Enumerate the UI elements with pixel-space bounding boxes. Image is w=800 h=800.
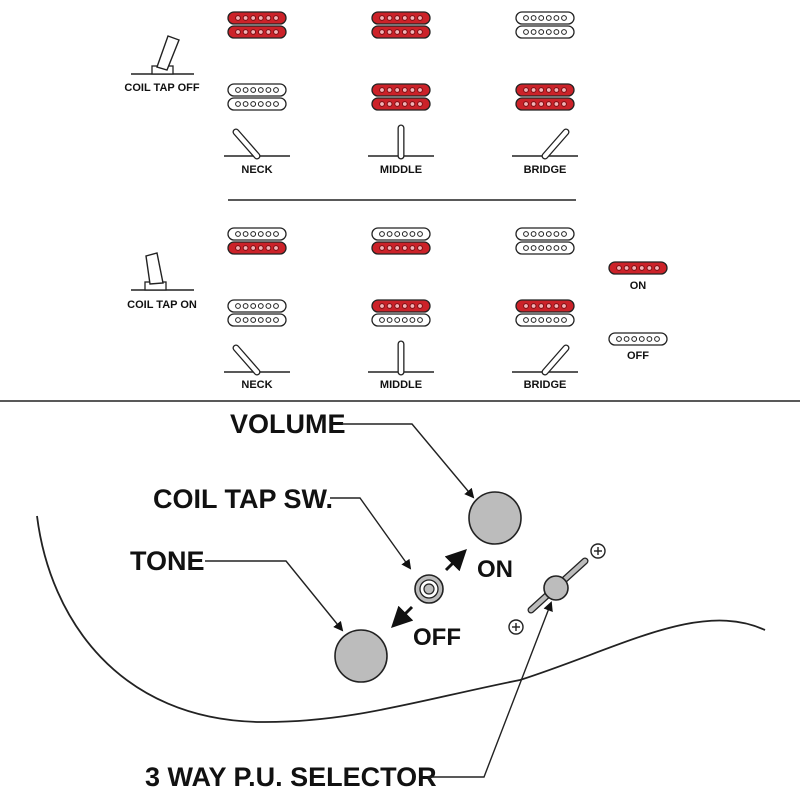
pickup-bottom-neck <box>227 299 287 327</box>
legend <box>608 261 668 346</box>
legend-off-coil <box>608 332 668 346</box>
position-label-bridge: BRIDGE <box>524 379 567 391</box>
pickup-bottom-middle-coil-a <box>371 83 431 97</box>
tone-leader <box>205 560 344 632</box>
selector-screw-bottom-icon <box>508 619 524 635</box>
pickup-top-bridge-coil-b <box>515 25 575 39</box>
pickup-bottom-bridge <box>515 83 575 111</box>
pickup-bottom-bridge <box>515 299 575 327</box>
pickup-bottom-middle <box>371 83 431 111</box>
pickup-bottom-neck-coil-a <box>227 299 287 313</box>
pickup-top-bridge-coil-a <box>515 11 575 25</box>
coil-tap-switch[interactable] <box>414 574 444 604</box>
pickup-top-middle-coil-b <box>371 241 431 255</box>
selector-leader <box>428 601 553 778</box>
coil-tap-off-text: OFF <box>413 624 461 651</box>
pickup-bottom-neck-coil-b <box>227 313 287 327</box>
pickup-bottom-bridge-coil-b <box>515 313 575 327</box>
volume-label: VOLUME <box>230 409 346 439</box>
toggle-off-icon <box>131 35 194 75</box>
tone-knob[interactable] <box>334 629 388 683</box>
coil-tap-off-label: COIL TAP OFF <box>124 82 199 94</box>
lever-bridge-icon <box>512 128 578 160</box>
coil-tap-on-arrow <box>444 549 467 572</box>
pickup-top-bridge-coil-a <box>515 227 575 241</box>
guitar-body-outline <box>36 515 766 723</box>
pickup-bottom-middle-coil-b <box>371 313 431 327</box>
selector-label: 3 WAY P.U. SELECTOR <box>145 762 437 792</box>
pickup-selector[interactable] <box>527 557 589 614</box>
pickup-top-middle-coil-b <box>371 25 431 39</box>
pickup-top-middle <box>371 11 431 39</box>
lever-neck-icon <box>224 128 290 160</box>
selector-screw-top-icon <box>590 543 606 559</box>
coil-tap-sw-label: COIL TAP SW. <box>153 484 333 514</box>
pickup-top-neck <box>227 11 287 39</box>
pickup-top-middle <box>371 227 431 255</box>
position-label-neck: NECK <box>241 379 272 391</box>
volume-knob[interactable] <box>468 491 522 545</box>
pickup-top-neck <box>227 227 287 255</box>
pickup-bottom-neck-coil-b <box>227 97 287 111</box>
pickup-top-middle-coil-a <box>371 11 431 25</box>
legend-on-coil <box>608 261 668 275</box>
pickup-top-bridge <box>515 11 575 39</box>
pickup-top-neck-coil-b <box>227 25 287 39</box>
pickup-bottom-neck <box>227 83 287 111</box>
coil-tap-on-label: COIL TAP ON <box>127 299 197 311</box>
coil-tap-off-arrow <box>391 605 414 628</box>
coil-tap-leader <box>330 497 412 570</box>
pickup-top-neck-coil-a <box>227 227 287 241</box>
pickup-bottom-middle-coil-a <box>371 299 431 313</box>
pickup-top-neck-coil-a <box>227 11 287 25</box>
pickup-bottom-bridge-coil-a <box>515 83 575 97</box>
pickup-top-neck-coil-b <box>227 241 287 255</box>
toggle-on-icon <box>131 252 194 291</box>
pickup-top-bridge-coil-b <box>515 241 575 255</box>
pickup-top-middle-coil-a <box>371 227 431 241</box>
pickup-bottom-middle-coil-b <box>371 97 431 111</box>
pickup-bottom-neck-coil-a <box>227 83 287 97</box>
position-label-middle: MIDDLE <box>380 164 422 176</box>
coil-tap-on-text: ON <box>477 556 513 583</box>
pickup-bottom-middle <box>371 299 431 327</box>
tone-label: TONE <box>130 546 205 576</box>
legend-off-label: OFF <box>627 350 649 362</box>
pickup-top-bridge <box>515 227 575 255</box>
volume-leader <box>342 423 475 499</box>
position-label-neck: NECK <box>241 164 272 176</box>
pickup-bottom-bridge-coil-a <box>515 299 575 313</box>
pickup-bottom-bridge-coil-b <box>515 97 575 111</box>
lever-neck-icon <box>224 344 290 376</box>
lever-middle-icon <box>368 340 434 376</box>
lever-bridge-icon <box>512 344 578 376</box>
legend-on-label: ON <box>630 280 647 292</box>
position-label-middle: MIDDLE <box>380 379 422 391</box>
coil-tap-on-chart: COIL TAP ON NECK MIDDLE BRIDGE <box>127 227 578 391</box>
lever-middle-icon <box>368 124 434 160</box>
coil-tap-off-chart: COIL TAP OFF NECK MIDDLE BRIDGE <box>124 11 578 176</box>
position-label-bridge: BRIDGE <box>524 164 567 176</box>
